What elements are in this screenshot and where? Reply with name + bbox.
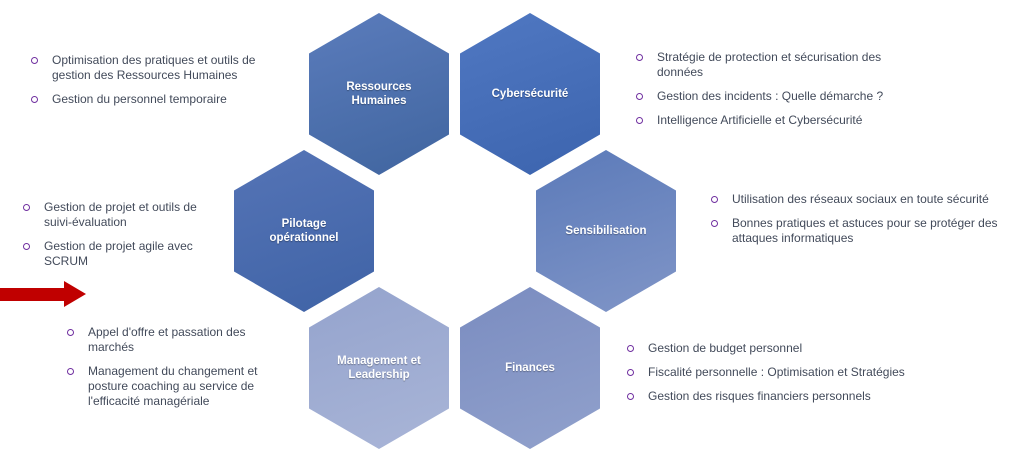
hexagon-label-cybersecurite: Cybersécurité xyxy=(491,87,569,100)
bullet-item: Fiscalité personnelle : Optimisation et … xyxy=(624,365,912,380)
hexagon-pilotage-operationnel: Pilotage opérationnel xyxy=(234,150,374,312)
bullet-circle-icon xyxy=(67,368,74,375)
bullet-item: Management du changement et posture coac… xyxy=(64,364,282,409)
bullet-item: Gestion de projet et outils de suivi-éva… xyxy=(20,200,228,230)
bullet-group-finances: Gestion de budget personnel Fiscalité pe… xyxy=(624,341,912,413)
bullet-circle-icon xyxy=(627,369,634,376)
hexagon-management-leadership: Management et Leadership xyxy=(309,287,449,449)
hexagon-cybersecurite: Cybersécurité xyxy=(460,13,600,175)
hexagon-finances: Finances xyxy=(460,287,600,449)
bullet-group-pilotage-operationnel: Gestion de projet et outils de suivi-éva… xyxy=(20,200,228,278)
bullet-item: Bonnes pratiques et astuces pour se prot… xyxy=(708,216,1020,246)
bullet-item: Stratégie de protection et sécurisation … xyxy=(633,50,918,80)
bullet-group-cybersecurite: Stratégie de protection et sécurisation … xyxy=(633,50,918,137)
bullet-circle-icon xyxy=(31,96,38,103)
bullet-circle-icon xyxy=(627,393,634,400)
hexagon-label-management-leadership: Management et Leadership xyxy=(337,354,421,381)
bullet-item: Optimisation des pratiques et outils de … xyxy=(28,53,268,83)
hexagon-label-finances: Finances xyxy=(505,361,555,374)
bullet-text: Gestion des risques financiers personnel… xyxy=(648,389,871,403)
hexagon-sensibilisation: Sensibilisation xyxy=(536,150,676,312)
bullet-text: Fiscalité personnelle : Optimisation et … xyxy=(648,365,905,379)
bullet-item: Gestion du personnel temporaire xyxy=(28,92,268,107)
bullet-text: Gestion du personnel temporaire xyxy=(52,92,227,106)
hexagon-label-pilotage-operationnel: Pilotage opérationnel xyxy=(269,217,339,244)
bullet-circle-icon xyxy=(636,93,643,100)
bullet-item: Utilisation des réseaux sociaux en toute… xyxy=(708,192,1020,207)
bullet-item: Gestion des incidents : Quelle démarche … xyxy=(633,89,918,104)
red-arrow xyxy=(0,281,86,307)
bullet-text: Bonnes pratiques et astuces pour se prot… xyxy=(732,216,998,245)
bullet-circle-icon xyxy=(23,204,30,211)
bullet-text: Gestion de projet agile avec SCRUM xyxy=(44,239,193,268)
hexagon-label-ressources-humaines: Ressources Humaines xyxy=(346,80,412,107)
bullet-item: Appel d'offre et passation des marchés xyxy=(64,325,282,355)
bullet-text: Intelligence Artificielle et Cybersécuri… xyxy=(657,113,863,127)
bullet-item: Gestion de budget personnel xyxy=(624,341,912,356)
bullet-circle-icon xyxy=(67,329,74,336)
bullet-text: Stratégie de protection et sécurisation … xyxy=(657,50,882,79)
bullet-item: Gestion de projet agile avec SCRUM xyxy=(20,239,228,269)
bullet-item: Gestion des risques financiers personnel… xyxy=(624,389,912,404)
bullet-group-ressources-humaines: Optimisation des pratiques et outils de … xyxy=(28,53,268,116)
bullet-text: Utilisation des réseaux sociaux en toute… xyxy=(732,192,989,206)
bullet-text: Appel d'offre et passation des marchés xyxy=(88,325,246,354)
hexagon-ressources-humaines: Ressources Humaines xyxy=(309,13,449,175)
bullet-item: Intelligence Artificielle et Cybersécuri… xyxy=(633,113,918,128)
red-arrow-head-icon xyxy=(64,281,86,307)
bullet-text: Management du changement et posture coac… xyxy=(88,364,258,408)
bullet-text: Gestion de projet et outils de suivi-éva… xyxy=(44,200,197,229)
bullet-group-sensibilisation: Utilisation des réseaux sociaux en toute… xyxy=(708,192,1020,255)
bullet-group-management-leadership: Appel d'offre et passation des marchés M… xyxy=(64,325,282,418)
bullet-text: Gestion des incidents : Quelle démarche … xyxy=(657,89,884,103)
bullet-circle-icon xyxy=(31,57,38,64)
bullet-circle-icon xyxy=(636,54,643,61)
bullet-circle-icon xyxy=(711,220,718,227)
bullet-text: Gestion de budget personnel xyxy=(648,341,803,355)
bullet-text: Optimisation des pratiques et outils de … xyxy=(52,53,256,82)
red-arrow-shaft xyxy=(0,287,64,301)
bullet-circle-icon xyxy=(711,196,718,203)
bullet-circle-icon xyxy=(23,243,30,250)
hexagon-label-sensibilisation: Sensibilisation xyxy=(565,224,647,237)
bullet-circle-icon xyxy=(627,345,634,352)
bullet-circle-icon xyxy=(636,117,643,124)
